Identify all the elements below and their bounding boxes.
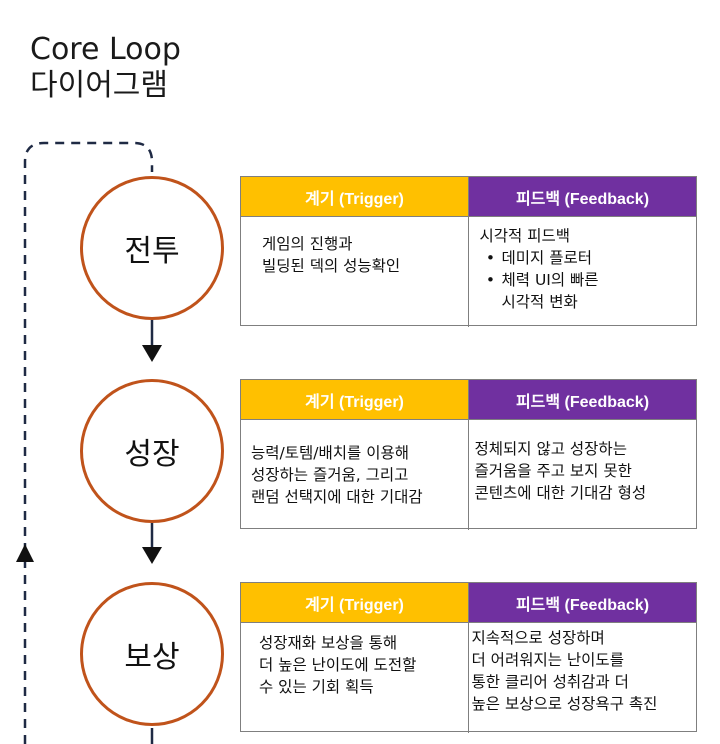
trigger-header: 계기 (Trigger) xyxy=(241,583,469,622)
feedback-text: 지속적으로 성장하며 더 어려워지는 난이도를 통한 클리어 성취감과 더 높은… xyxy=(469,623,697,733)
stage-card-combat: 계기 (Trigger) 피드백 (Feedback) 게임의 진행과 빌딩된 … xyxy=(240,176,697,327)
feedback-header: 피드백 (Feedback) xyxy=(469,380,696,419)
feedback-header: 피드백 (Feedback) xyxy=(469,177,696,216)
trigger-text: 성장재화 보상을 통해 더 높은 난이도에 도전할 수 있는 기회 획득 xyxy=(241,623,469,733)
text-line: 능력/토템/배치를 이용해 xyxy=(251,444,409,462)
text-line: 수 있는 기회 획득 xyxy=(259,678,374,696)
text-line: 시각적 변화 xyxy=(501,293,578,311)
diagram-title: Core Loop 다이어그램 xyxy=(30,32,181,104)
bullet-dot-icon: • xyxy=(485,249,496,267)
trigger-header: 계기 (Trigger) xyxy=(241,380,469,419)
text-line: 통한 클리어 성취감과 더 xyxy=(471,673,629,691)
text-line: 랜덤 선택지에 대한 기대감 xyxy=(251,488,423,506)
stage-card-reward: 계기 (Trigger) 피드백 (Feedback) 성장재화 보상을 통해 … xyxy=(240,582,697,733)
title-line-2: 다이어그램 xyxy=(30,68,168,103)
trigger-text: 능력/토템/배치를 이용해 성장하는 즐거움, 그리고 랜덤 선택지에 대한 기… xyxy=(241,420,469,530)
bullet-text: 체력 UI의 빠른 xyxy=(501,271,599,289)
title-line-1: Core Loop xyxy=(30,32,181,67)
stage-circle-reward: 보상 xyxy=(80,582,224,726)
stage-card-growth: 계기 (Trigger) 피드백 (Feedback) 능력/토템/배치를 이용… xyxy=(240,379,697,530)
text-line: 성장재화 보상을 통해 xyxy=(259,634,398,652)
bullet-item: • 체력 UI의 빠른 xyxy=(480,269,697,291)
text-line: 더 높은 난이도에 도전할 xyxy=(259,656,417,674)
text-line: 지속적으로 성장하며 xyxy=(471,629,605,647)
text-line: 즐거움을 주고 보지 못한 xyxy=(474,462,632,480)
text-line: 성장하는 즐거움, 그리고 xyxy=(251,466,409,484)
text-line: 높은 보상으로 성장욕구 촉진 xyxy=(471,695,658,713)
text-line: 더 어려워지는 난이도를 xyxy=(471,651,624,669)
stage-circle-combat: 전투 xyxy=(80,176,224,320)
stage-circle-growth: 성장 xyxy=(80,379,224,523)
loop-return-line xyxy=(23,141,154,744)
text-line: 콘텐츠에 대한 기대감 형성 xyxy=(474,484,647,502)
feedback-text: 시각적 피드백 • 데미지 플로터 • 체력 UI의 빠른 시각적 변화 xyxy=(469,217,697,327)
bullet-text: 데미지 플로터 xyxy=(501,249,593,267)
down-arrow-1 xyxy=(142,345,162,362)
text-line: 게임의 진행과 xyxy=(262,235,353,253)
down-arrow-2 xyxy=(142,547,162,564)
text-line: 시각적 피드백 xyxy=(479,227,571,245)
feedback-header: 피드백 (Feedback) xyxy=(469,583,696,622)
text-line: 빌딩된 덱의 성능확인 xyxy=(262,257,401,275)
loop-up-arrow xyxy=(16,544,34,562)
text-line: 정체되지 않고 성장하는 xyxy=(474,440,627,458)
trigger-header: 계기 (Trigger) xyxy=(241,177,469,216)
feedback-text: 정체되지 않고 성장하는 즐거움을 주고 보지 못한 콘텐츠에 대한 기대감 형… xyxy=(469,420,697,530)
bullet-dot-icon: • xyxy=(485,271,496,289)
bullet-item: • 데미지 플로터 xyxy=(480,247,697,269)
trigger-text: 게임의 진행과 빌딩된 덱의 성능확인 xyxy=(241,217,469,327)
